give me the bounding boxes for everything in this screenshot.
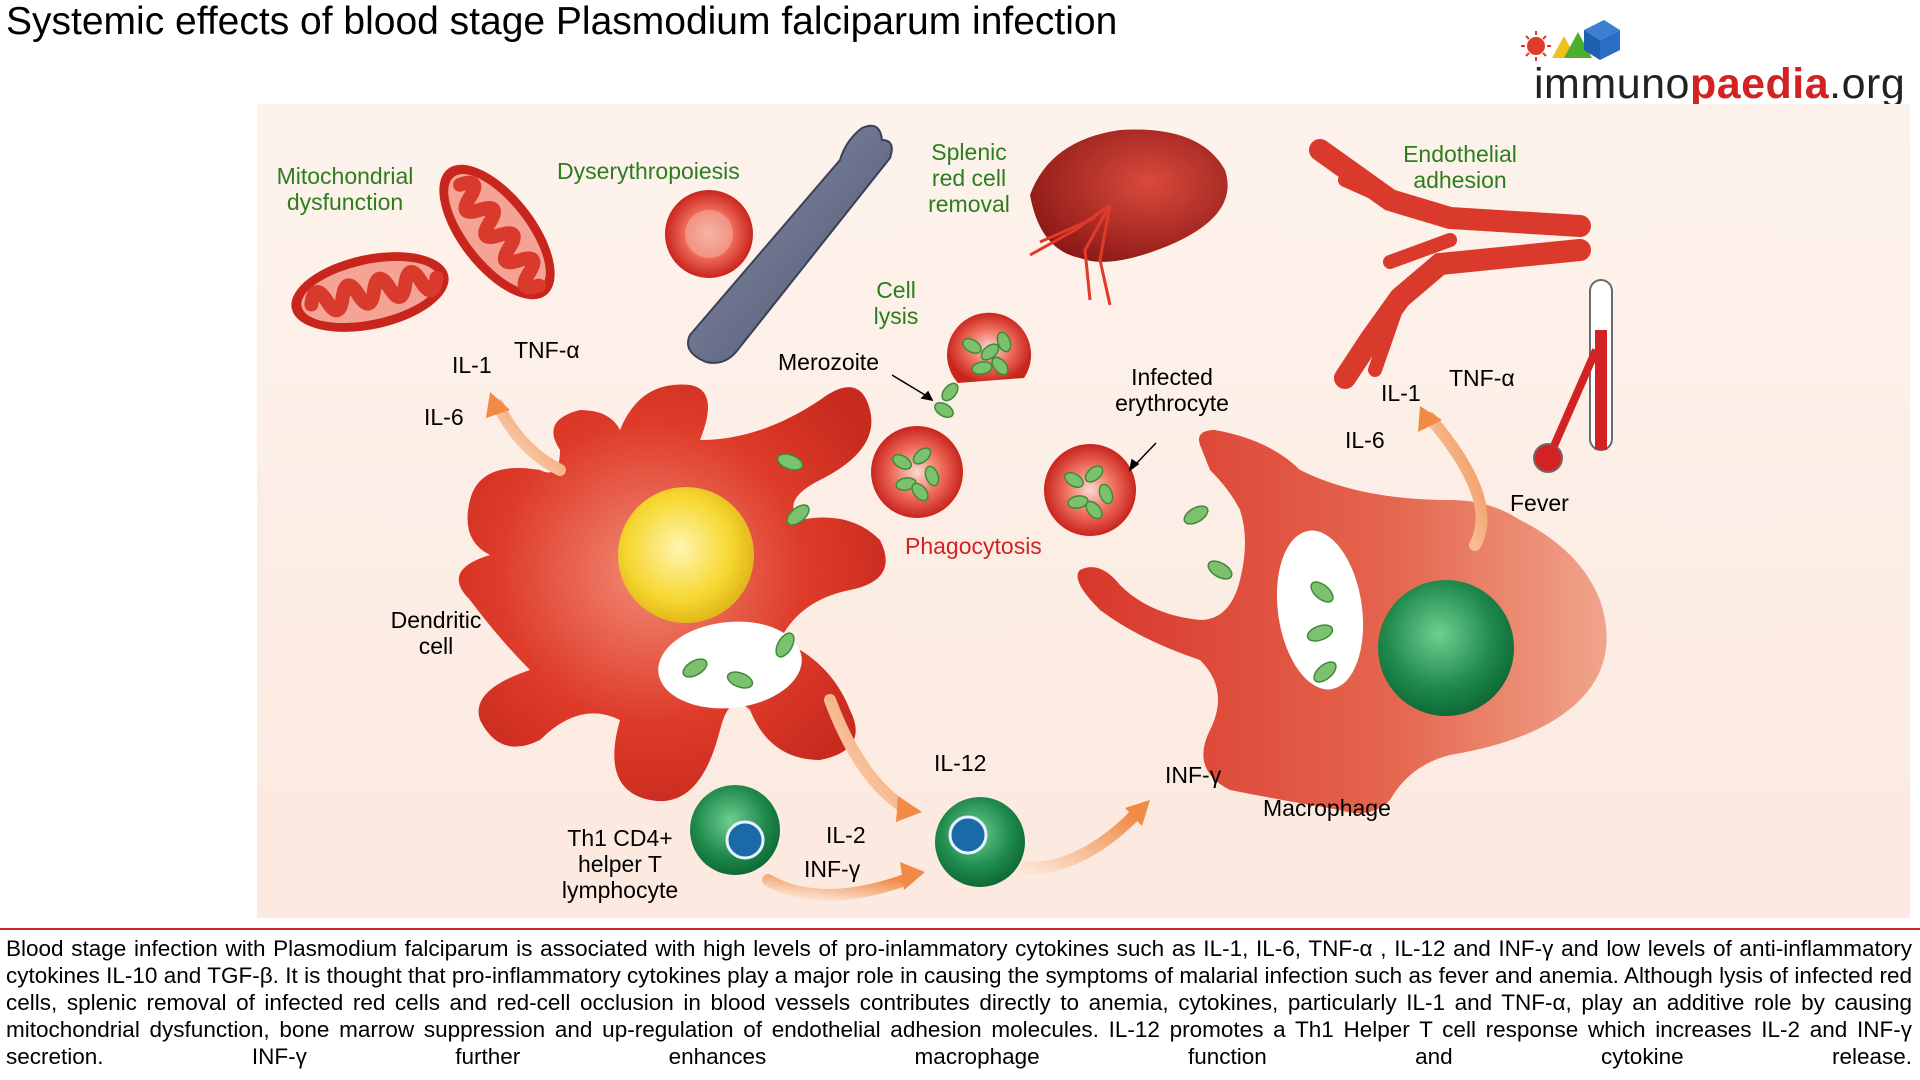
label-phagocytosis: Phagocytosis [905, 533, 1042, 559]
pointer-lines [891, 374, 1157, 472]
label-infected-erythrocyte: Infected erythrocyte [1115, 364, 1229, 416]
logo-cubes-icon [1521, 20, 1620, 61]
macrophage-icon [1077, 430, 1607, 814]
cytokine-dc-tnf: TNF-α [514, 337, 580, 363]
page-title: Systemic effects of blood stage Plasmodi… [6, 0, 1118, 43]
cytokine-il12: IL-12 [934, 750, 987, 776]
cytokine-mac-tnf: TNF-α [1449, 365, 1515, 391]
cytokine-infg-mac: INF-γ [1165, 762, 1222, 788]
red-blood-cell-icon [665, 190, 753, 278]
label-mitochondrial-dysfunction: Mitochondrial dysfunction [276, 163, 414, 215]
label-macrophage: Macrophage [1263, 795, 1391, 821]
label-merozoite: Merozoite [778, 349, 879, 375]
t-lymphocyte-icon [935, 797, 1025, 887]
cytokine-infg-th1: INF-γ [804, 856, 861, 882]
cytokine-mac-il1: IL-1 [1381, 380, 1421, 406]
spleen-icon [1029, 129, 1228, 306]
logo-icon [1521, 20, 1620, 61]
cytokine-dc-il6: IL-6 [424, 404, 464, 430]
cytokine-il2: IL-2 [826, 822, 866, 848]
bone-icon [687, 124, 893, 364]
merozoite-icon [934, 382, 959, 418]
arrow-icon [492, 399, 1488, 901]
arrowheads [486, 392, 1442, 890]
label-th1-helper: Th1 CD4+ helper T lymphocyte [561, 825, 679, 903]
label-cell-lysis: Cell lysis [873, 277, 919, 329]
blood-vessel-icon [1309, 139, 1591, 389]
t-lymphocyte-icon [690, 785, 780, 875]
label-fever: Fever [1510, 490, 1569, 516]
label-splenic-removal: Splenic red cell removal [928, 139, 1010, 217]
mitochondrion-icon [439, 164, 555, 300]
thermometer-icon [1533, 279, 1613, 473]
infected-red-cell-icon [871, 426, 963, 518]
cytokine-mac-il6: IL-6 [1345, 427, 1385, 453]
infected-red-cell-icon [1044, 444, 1136, 536]
mitochondrion-icon [291, 252, 449, 332]
label-dendritic-cell: Dendritic cell [390, 607, 482, 659]
label-dyserythropoiesis: Dyserythropoiesis [557, 158, 740, 184]
caption-divider [0, 928, 1920, 930]
cytokine-dc-il1: IL-1 [452, 352, 492, 378]
logo-text: immunopaedia.org [1534, 60, 1906, 108]
label-endothelial-adhesion: Endothelial adhesion [1403, 141, 1517, 193]
dendritic-cell-icon [458, 384, 886, 802]
lysing-red-cell-icon [947, 312, 1032, 383]
caption-text: Blood stage infection with Plasmodium fa… [6, 936, 1912, 1069]
